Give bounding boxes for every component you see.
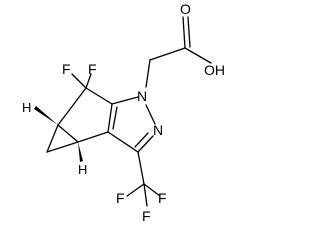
bond-cf3-f-right	[143, 183, 161, 197]
atom-f-cf3-left: F	[116, 190, 125, 206]
bond-cyclopropane-2	[46, 141, 79, 153]
bond-cyclopropane-3	[57, 124, 79, 143]
atom-n2: N	[153, 122, 163, 138]
bond-cf2-to-cyclopropane	[57, 87, 87, 126]
chemical-structure-diagram: F F H H N N O OH F F F	[22, 1, 225, 224]
bond-c-o-double-1	[182, 16, 186, 49]
bond-cf3-f-bottom	[143, 183, 148, 207]
bond-c-o-double-2	[187, 16, 191, 48]
bond-cf2-to-fused	[85, 87, 113, 105]
stereo-wedge-bottom	[78, 142, 83, 162]
bond-c-f-left	[71, 73, 87, 89]
bond-n1-n2	[145, 104, 156, 125]
atom-oh-hydroxyl: OH	[204, 62, 225, 78]
atom-h-stereo-top: H	[22, 100, 31, 115]
bond-fused-to-cyclopropane	[77, 131, 109, 143]
bond-c3-cf3	[137, 151, 145, 185]
atom-labels: F F H H N N O OH F F F	[22, 1, 225, 224]
atom-f-cf3-right: F	[158, 190, 167, 206]
atom-f-cf2-right: F	[88, 61, 97, 77]
bond-fused-c-c-inner	[112, 106, 118, 130]
bond-ch2-cooh	[149, 47, 186, 61]
atom-o-carbonyl: O	[180, 1, 191, 17]
bond-c-f-right	[85, 73, 92, 89]
bond-n1-ch2	[145, 59, 151, 88]
bonds	[34, 16, 212, 207]
bond-cf3-f-left	[126, 183, 145, 197]
bond-fused-c-c	[107, 103, 113, 133]
bond-c-oh	[184, 47, 212, 64]
bond-n2-c3-double	[134, 132, 149, 148]
atom-f-cf2-left: F	[62, 61, 71, 77]
atom-n1: N	[137, 88, 147, 104]
stereo-wedge-top	[34, 106, 58, 125]
bond-c-n1	[111, 96, 139, 105]
bond-n2-c3	[137, 135, 154, 153]
bond-cyclopropane-1	[46, 124, 59, 153]
atom-f-cf3-bottom: F	[142, 208, 151, 224]
bond-c3-fused	[107, 131, 139, 153]
atom-h-stereo-bottom: H	[78, 162, 87, 177]
